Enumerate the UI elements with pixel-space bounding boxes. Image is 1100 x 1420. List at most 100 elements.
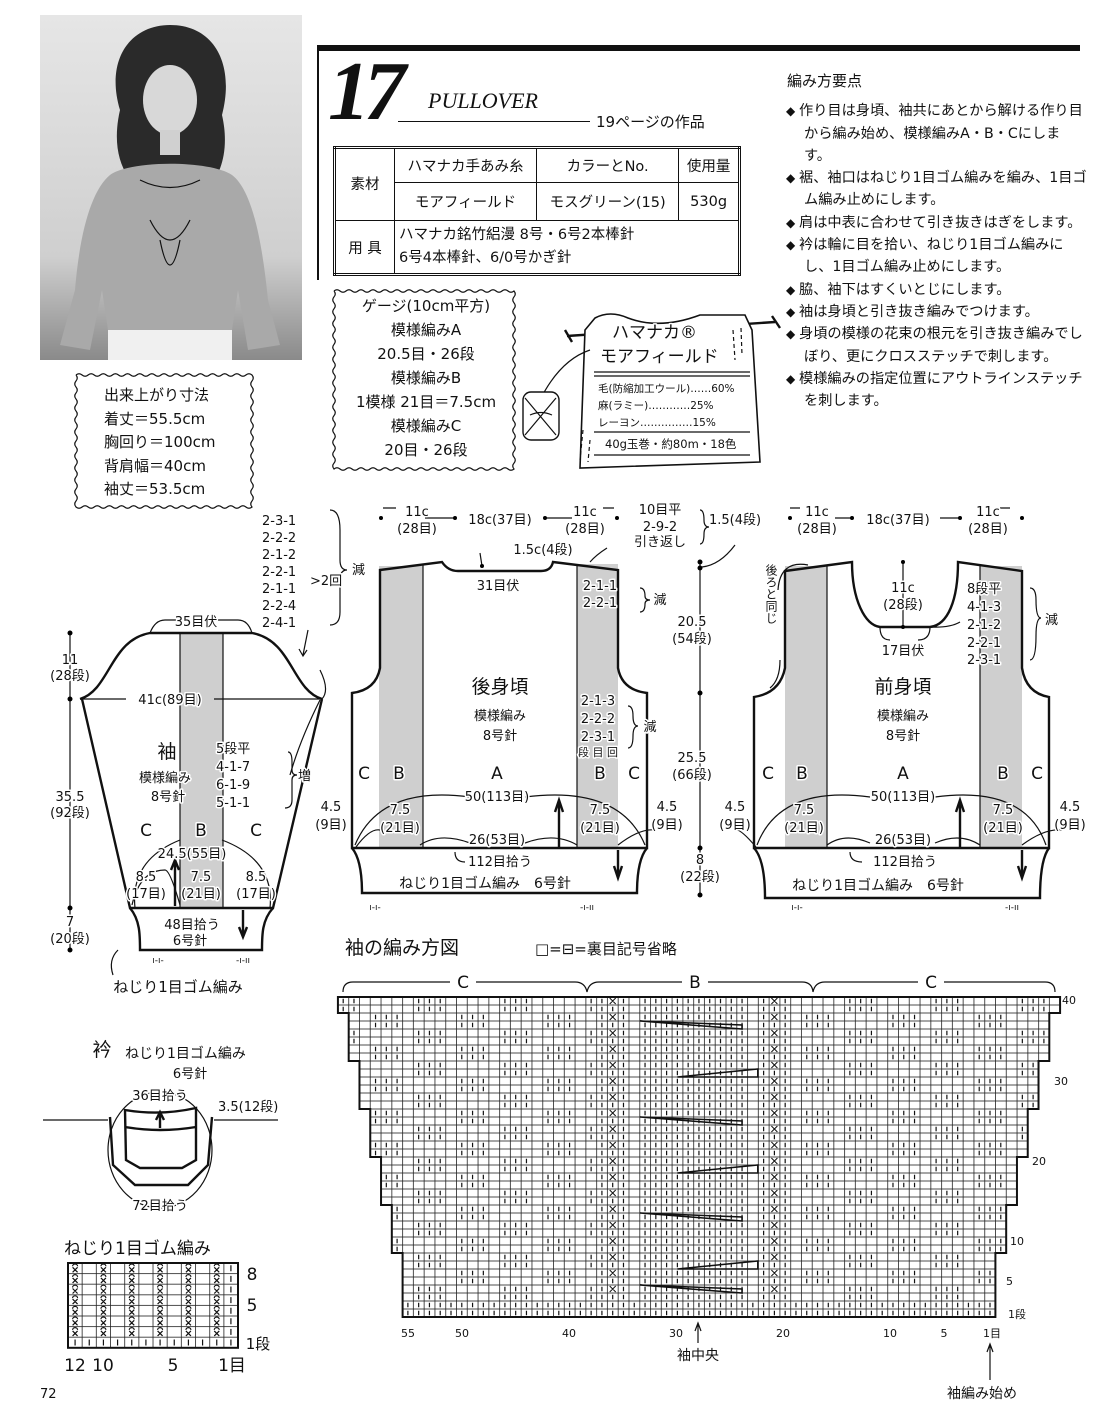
sleeve-chart-cable-marks — [639, 1020, 759, 1294]
back-neck-depth: 1.5c(4段) — [513, 543, 572, 558]
yarn-name: モアフィールド — [600, 347, 719, 367]
finished-size-line: 背肩幅＝40cm — [104, 456, 206, 475]
instruction-item: 衿は輪に目を拾い、ねじり1目ゴム編みにし、1目ゴム編み止めにします。 — [782, 234, 1087, 279]
instructions-title: 編み方要点 — [787, 72, 863, 90]
front-neck-depth: 11c — [891, 581, 915, 596]
rib-mark: -ı-ıı — [580, 903, 594, 913]
front-b-stitches: (21目) — [784, 821, 824, 836]
sleeve-cap-decrease: 2-2-4 — [262, 599, 296, 614]
front-c-stitches: (9目) — [1054, 818, 1085, 833]
sleeve-pattern: 模様編み — [139, 770, 191, 786]
gauge-line: 20目・26段 — [384, 441, 468, 459]
pattern-number: 17 — [328, 45, 406, 138]
sleeve-c-stitches: (17目) — [236, 887, 276, 902]
back-shoulder-stitches: (28目) — [397, 522, 437, 537]
collar-height: 3.5(12段) — [218, 1100, 278, 1115]
yarn-fiber-rayon: レーヨン……………15% — [598, 417, 716, 429]
rib-chart: ねじり1目ゴム編み 8 5 1段 12 10 5 1目 — [63, 1237, 272, 1378]
sleeve-chart-section-b: B — [689, 973, 701, 993]
back-decrease-label: 減 — [643, 719, 656, 735]
back-shoulder-width: 11c — [573, 505, 597, 520]
back-title: 後身頃 — [471, 676, 528, 698]
sleeve-pickup: 48目拾う — [164, 918, 220, 933]
instruction-item: 肩は中表に合わせて引き抜きはぎをします。 — [782, 212, 1087, 234]
model-photo — [40, 15, 302, 360]
back-section-c: C — [628, 764, 640, 784]
sleeve-chart-start-label: 袖編み始め — [947, 1386, 1017, 1402]
sleeve-cap-decrease: 2-2-1 — [262, 565, 296, 580]
front-section-b: B — [796, 764, 808, 784]
header-divider — [317, 45, 319, 280]
finished-size-line: 胸回り＝100cm — [104, 433, 216, 451]
rib-chart-row-label: 5 — [247, 1296, 258, 1316]
back-pickup: 112目拾う — [468, 855, 532, 870]
back-neck-decrease: 2-2-1 — [583, 596, 617, 611]
gauge-line: 模様編みA — [390, 321, 462, 339]
rib-chart-title: ねじり1目ゴム編み — [64, 1238, 211, 1259]
sleeve-chart: 袖の編み方図 □=⊟=裏目記号省略 C B C 40 30 20 10 5 1段… — [336, 936, 1078, 1404]
finished-size-box-border — [74, 373, 254, 509]
back-c-width: 4.5 — [321, 800, 342, 815]
body-rows: (66段) — [672, 768, 712, 783]
finished-size-line: 着丈＝55.5cm — [104, 409, 206, 428]
front-neck-decrease: 2-1-2 — [967, 618, 1001, 633]
sleeve-cuff-height: 7 — [66, 915, 74, 930]
front-shoulder-stitches: (28目) — [968, 522, 1008, 537]
sleeve-cast-off: 35目伏 — [175, 615, 218, 630]
sleeve-chart-col-label: 1目 — [983, 1327, 1001, 1340]
armhole-depth: 20.5 — [678, 615, 707, 630]
back-c-width: 4.5 — [657, 800, 678, 815]
gauge-box-border — [332, 289, 516, 471]
shoulder-drop: 1.5(4段) — [709, 513, 761, 528]
sleeve-c-width: 8.5 — [246, 870, 267, 885]
front-b-width: 7.5 — [993, 803, 1014, 818]
sleeve-chart-legend: □=⊟=裏目記号省略 — [535, 940, 677, 958]
back-section-b: B — [393, 764, 405, 784]
front-neck-decrease: 8段平 — [967, 582, 1001, 597]
sleeve-chart-col-label: 5 — [941, 1327, 948, 1340]
back-shoulder-width: 11c — [405, 505, 429, 520]
yarn-fiber-ramie: 麻(ラミー)…………25% — [598, 399, 714, 412]
front-width: 50(113目) — [871, 790, 936, 805]
front-pickup: 112目拾う — [873, 855, 937, 870]
back-b-stitches: (21目) — [580, 821, 620, 836]
collar-back-pickup: 36目拾う — [132, 1089, 188, 1104]
sleeve-needle: 8号針 — [151, 790, 185, 805]
tools-line: ハマナカ銘竹絽漫 8号・6号2本棒針 — [399, 227, 635, 243]
front-neck-decrease: 2-2-1 — [967, 636, 1001, 651]
yarn-fiber-wool: 毛(防縮加工ウール)……60% — [598, 382, 735, 395]
front-shoulder-width: 11c — [976, 505, 1000, 520]
back-shoulder-stitches: (28目) — [565, 522, 605, 537]
front-same-as-back: 後ろと同じ — [764, 564, 778, 624]
yarn-color-cell: モスグリーン(15) — [536, 182, 680, 221]
yarn-spec: 40g玉巻・約80m・18色 — [605, 437, 737, 451]
front-shoulder-width: 11c — [805, 505, 829, 520]
sleeve-decrease-label: 減 — [352, 562, 365, 578]
rib-chart-grid — [67, 1262, 239, 1349]
sleeve-chart-center-label: 袖中央 — [677, 1348, 719, 1364]
yarn-name-cell: モアフィールド — [393, 182, 538, 221]
back-neck-decrease: 2-1-1 — [583, 579, 617, 594]
sleeve-increase: 6-1-9 — [216, 778, 250, 793]
sleeve-chart-row-label: 40 — [1062, 994, 1076, 1007]
sleeve-chart-row-label: 30 — [1054, 1075, 1068, 1088]
back-armhole-decrease: 2-1-3 — [581, 694, 615, 709]
sleeve-cap-decrease: 2-2-2 — [262, 531, 296, 546]
sleeve-chart-section-c: C — [925, 973, 937, 993]
header-rule — [318, 45, 1080, 51]
instruction-item: 袖は身頃と引き抜き編みでつけます。 — [782, 301, 1087, 323]
collar-needle: 6号針 — [173, 1067, 207, 1082]
sleeve-chart-row-label: 5 — [1006, 1275, 1013, 1288]
back-b-width: 7.5 — [590, 803, 611, 818]
back-c-stitches: (9目) — [651, 818, 682, 833]
gauge-line: 模様編みB — [390, 369, 462, 387]
sleeve-chart-col-label: 55 — [401, 1327, 415, 1340]
back-shoulder-shaping: 10目平 — [639, 503, 682, 518]
sleeve-section-b: B — [195, 821, 207, 841]
collar-diagram: 衿 ねじり1目ゴム編み 6号針 36目拾う 3.5(12段) 72目拾う — [43, 1038, 280, 1216]
front-section-c: C — [1031, 764, 1043, 784]
front-neck-width: 18c(37目) — [866, 513, 929, 528]
back-schematic: 11c (28目) 18c(37目) 11c (28目) 10目平 2-9-2 … — [314, 502, 710, 915]
gauge-line: 1模様 21目＝7.5cm — [355, 393, 497, 411]
rib-mark: -ı-ıı — [236, 956, 250, 966]
